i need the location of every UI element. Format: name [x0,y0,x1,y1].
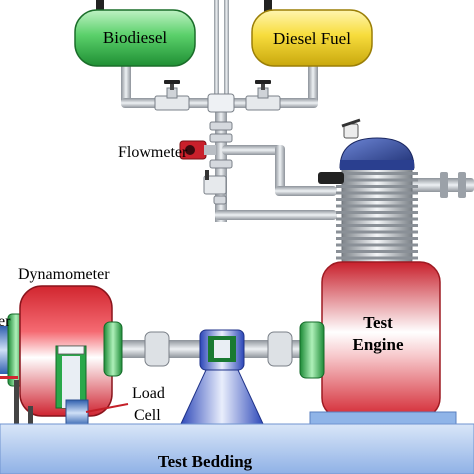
cylinder-fin [336,224,418,227]
cylinder-fin [336,230,418,234]
load-cell-label-line2: Cell [134,407,161,424]
junction-fitting [207,93,235,169]
cylinder-fin [336,217,418,221]
cylinder-fin [336,243,418,247]
drive-shaft [110,321,325,379]
test-bedding: Test Bedding [0,423,474,474]
dynamometer [0,285,129,427]
cylinder-fin [336,250,418,253]
cylinder-fin [336,172,418,175]
biodiesel-label: Biodiesel [103,28,167,47]
bearing-stand [179,329,265,427]
cylinder-fin [336,204,418,208]
left-edge-label: er [0,313,11,330]
load-cell-label-line1: Load [132,385,165,402]
cylinder-fin [336,211,418,214]
dynamometer-label: Dynamometer [18,266,110,283]
cylinder-fin [336,256,418,260]
biodiesel-tank: Biodiesel [74,0,196,67]
cylinder-fin [336,198,418,201]
diesel-valve [245,80,281,111]
cylinder-fin [336,237,418,240]
cylinder-fins [336,172,418,260]
test-bedding-label: Test Bedding [158,452,253,471]
cylinder-fin [336,185,418,188]
diesel-fuel-label: Diesel Fuel [273,29,351,48]
lower-valve [203,170,227,205]
engine-label-line1: Test [363,313,393,332]
engine-head [339,118,415,170]
flowmeter-label: Flowmeter [118,144,188,161]
cylinder-fin [336,191,418,195]
engine-cylinder [318,159,418,265]
test-engine: Test Engine [309,261,457,425]
biodiesel-valve [154,80,190,111]
diesel-fuel-tank: Diesel Fuel [251,0,373,67]
cylinder-fin [336,178,418,182]
engine-label-line2: Engine [352,335,403,354]
flowmeter-device [179,140,216,160]
